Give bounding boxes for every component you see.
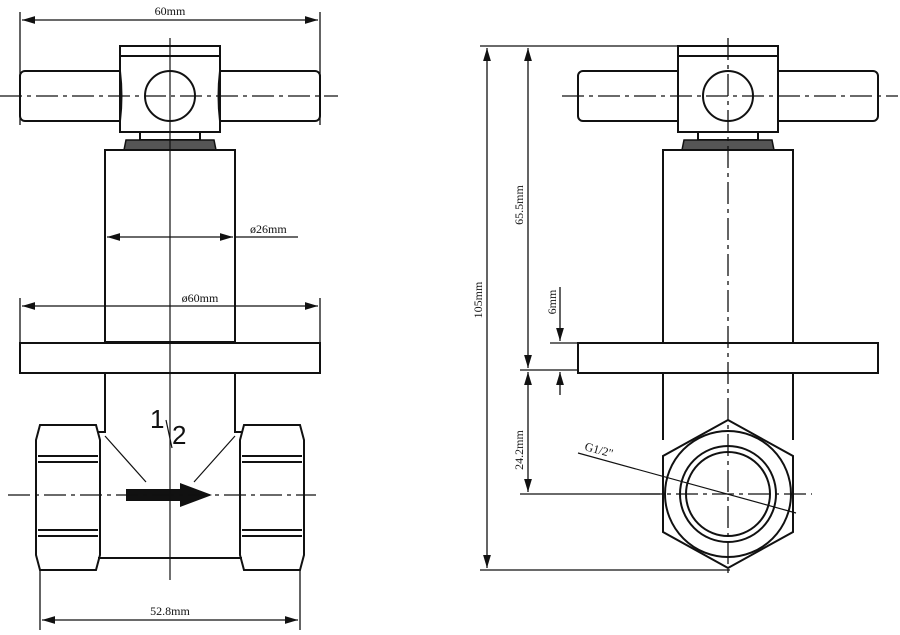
thread-label: G1/2" [583,439,615,460]
flange-thickness-dimension: 6mm [545,287,564,395]
svg-text:2: 2 [172,420,186,450]
stem-diameter-dimension: ø26mm [107,222,298,241]
size-fraction-label: 1 2 [150,404,186,450]
stem-diameter-label: ø26mm [250,222,287,236]
handle-width-label: 60mm [155,4,186,18]
total-height-dimension: 105mm [471,48,491,568]
side-cross-handle [577,45,879,151]
svg-text:1: 1 [150,404,164,434]
flange-thickness-label: 6mm [545,289,559,314]
side-view: 105mm 65.5mm 6mm 24.2mm [471,38,898,575]
upper-height-label: 65.5mm [512,185,526,225]
left-hex-nut [35,424,101,571]
body-length-label: 52.8mm [150,604,190,618]
body-length-dimension: 52.8mm [39,570,301,630]
lower-height-label: 24.2mm [512,430,526,470]
total-height-label: 105mm [471,281,485,318]
lower-height-dimension: 24.2mm [512,372,532,492]
thread-leader-line [577,452,797,514]
side-body [662,373,794,440]
upper-height-dimension: 65.5mm [512,48,532,368]
flange-diameter-label: ø60mm [182,291,219,305]
front-view: 60mm ø26mm ø60mm [0,4,338,630]
right-hex-nut [239,424,305,571]
